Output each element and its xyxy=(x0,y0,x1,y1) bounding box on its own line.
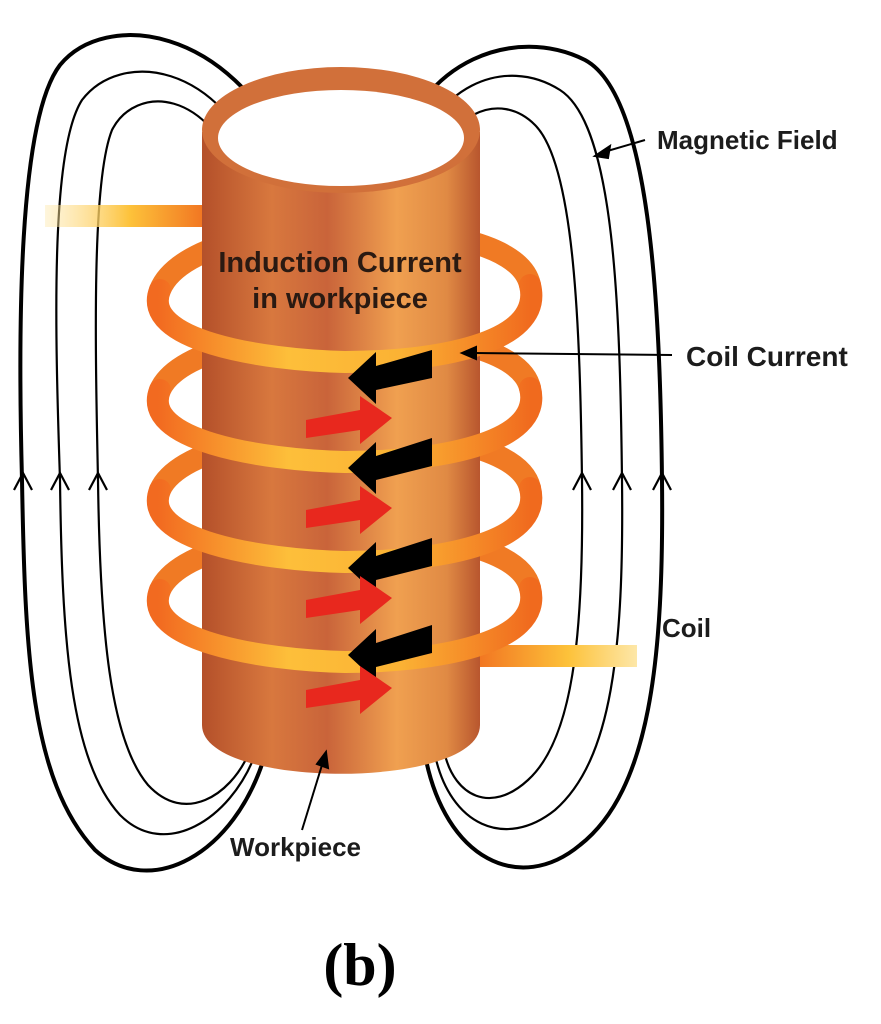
up-arrow-icon xyxy=(50,470,70,491)
induced-current-arrow-icon xyxy=(306,576,392,624)
up-arrow-icon xyxy=(612,470,632,491)
arrowhead-icon xyxy=(459,345,477,361)
up-arrow-icon xyxy=(88,470,108,491)
coil-label: Coil xyxy=(662,613,711,643)
coil-current-arrow-icon xyxy=(348,538,432,594)
induced-current-arrow-icon xyxy=(306,666,392,714)
coil-current-arrow-icon xyxy=(348,350,432,404)
field-line-left-outer xyxy=(18,33,292,873)
magnetic-field-lines xyxy=(13,33,672,873)
field-direction-arrows xyxy=(13,470,672,491)
induction-current-label-line1: Induction Current xyxy=(218,247,462,279)
coil-turn-front xyxy=(146,477,543,574)
coil-current-arrows xyxy=(348,350,432,681)
field-line-left-middle xyxy=(55,70,267,836)
coil-current-label: Coil Current xyxy=(686,341,848,372)
arrowhead-icon xyxy=(315,749,330,770)
up-arrow-icon xyxy=(572,470,592,491)
coil-lead-left xyxy=(45,205,215,227)
workpiece-top-opening xyxy=(218,90,464,186)
field-line-left-inner xyxy=(94,100,250,805)
coil-current-pointer xyxy=(473,352,673,356)
field-line-right-outer xyxy=(393,44,665,870)
induced-current-arrows xyxy=(306,396,392,714)
pointer-arrows xyxy=(301,139,673,831)
coil-turn-front xyxy=(146,377,543,474)
magnetic-field-pointer xyxy=(603,139,646,153)
induction-current-label-line2: in workpiece xyxy=(252,283,428,315)
field-line-right-middle xyxy=(408,74,624,831)
up-arrow-icon xyxy=(652,470,672,491)
field-line-right-inner xyxy=(423,107,584,800)
workpiece-pointer xyxy=(301,764,323,831)
induced-current-arrow-icon xyxy=(306,396,392,444)
induced-current-arrow-icon xyxy=(306,486,392,534)
coil-current-arrow-icon xyxy=(348,625,432,681)
coil-front xyxy=(146,274,543,674)
figure-caption: (b) xyxy=(323,932,396,998)
coil-lead-right xyxy=(465,645,637,667)
arrowhead-icon xyxy=(592,143,612,160)
up-arrow-icon xyxy=(13,470,33,491)
magnetic-field-label: Magnetic Field xyxy=(657,125,838,155)
coil-turn-front xyxy=(146,274,543,374)
coil-turn-front xyxy=(146,577,543,674)
workpiece-label: Workpiece xyxy=(230,832,361,862)
coil-current-arrow-icon xyxy=(348,438,432,494)
